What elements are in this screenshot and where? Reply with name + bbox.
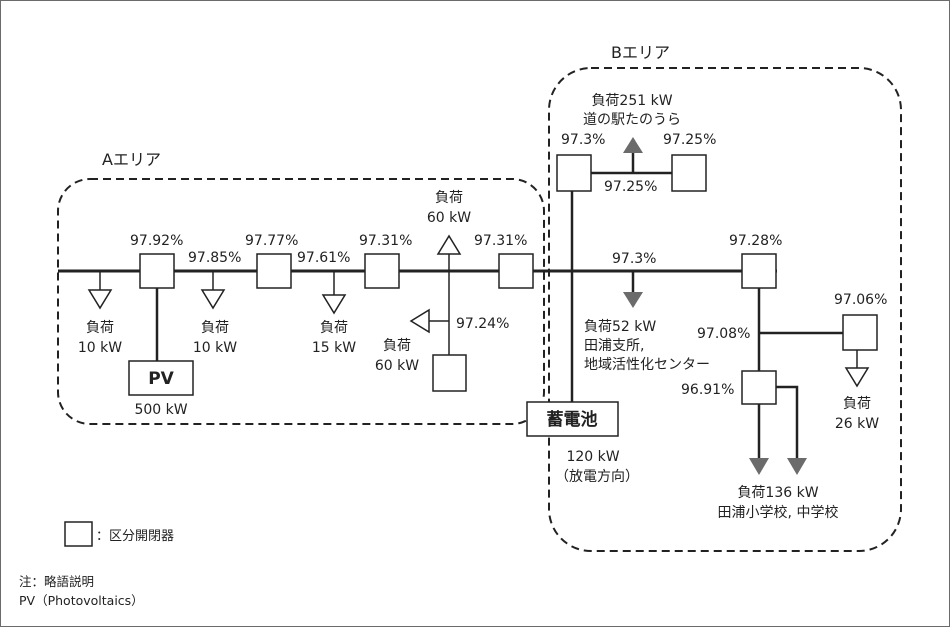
load-a2-title: 負荷	[201, 320, 229, 336]
switch-b-right	[741, 253, 777, 289]
load-school-arrow-1-icon	[749, 458, 769, 475]
school-line-2	[776, 385, 799, 460]
percent-a2: 97.77%	[245, 233, 298, 249]
load-a2-arrow-icon	[201, 289, 225, 309]
load-b-far-arrow-icon	[845, 367, 869, 387]
switch-b-top-right	[671, 154, 707, 192]
percent-b-top-mid: 97.25%	[604, 179, 657, 195]
load-b-center-title: 負荷52 kW	[584, 319, 656, 335]
load-b-top-arrow-icon	[623, 137, 643, 153]
load-a-top-arrow-icon	[436, 234, 462, 255]
percent-b-low: 96.91%	[681, 382, 734, 398]
battery-label: 蓄電池	[547, 409, 598, 430]
battery-direction: （放電方向）	[555, 469, 639, 485]
load-school-arrow-2-icon	[787, 458, 807, 475]
load-a-top-value: 60 kW	[427, 210, 471, 226]
load-a-top-title: 負荷	[435, 190, 463, 206]
load-a3-value: 15 kW	[312, 340, 356, 356]
switch-a1	[139, 253, 175, 289]
switch-a4	[498, 253, 534, 289]
legend-switch-symbol	[64, 521, 93, 547]
load-b-center-name-2: 地域活性化センター	[584, 357, 710, 373]
load-a-branch-title: 負荷	[383, 338, 411, 354]
pv-capacity: 500 kW	[134, 402, 187, 418]
percent-b-top-right: 97.25%	[663, 132, 716, 148]
load-b-far-value: 26 kW	[835, 416, 879, 432]
area-b-title: Bエリア	[611, 43, 670, 62]
note-pv: PV（Photovoltaics）	[19, 593, 144, 608]
legend-switch-label: ：区分開閉器	[96, 529, 174, 544]
load-a3-arrow-icon	[322, 294, 346, 314]
load-a1-value: 10 kW	[78, 340, 122, 356]
load-b-center-name-1: 田浦支所,	[584, 338, 644, 354]
load-b-top-title: 負荷251 kW	[591, 93, 672, 109]
battery-box	[526, 401, 619, 437]
load-a3-title: 負荷	[320, 320, 348, 336]
switch-a-branch	[432, 354, 467, 392]
load-a-branch-arrow-icon	[409, 308, 430, 334]
percent-a3: 97.31%	[359, 233, 412, 249]
load-school-name: 田浦小学校, 中学校	[718, 504, 839, 521]
area-a-title: Aエリア	[102, 150, 161, 169]
note-title: 注：略語説明	[19, 574, 94, 589]
percent-b-right: 97.28%	[729, 233, 782, 249]
battery-power: 120 kW	[566, 449, 619, 465]
percent-main-mid: 97.3%	[612, 251, 656, 267]
percent-a-branch: 97.24%	[456, 316, 509, 332]
switch-b-far	[842, 314, 878, 351]
switch-b-top-left	[556, 154, 592, 192]
percent-a1: 97.92%	[130, 233, 183, 249]
area-b-boundary	[548, 67, 902, 552]
percent-a4: 97.31%	[474, 233, 527, 249]
load-a1-title: 負荷	[86, 320, 114, 336]
switch-a3	[364, 253, 400, 289]
load-a2-value: 10 kW	[193, 340, 237, 356]
percent-b-mid: 97.08%	[697, 326, 750, 342]
percent-a1b: 97.85%	[188, 250, 241, 266]
load-school-title: 負荷136 kW	[737, 485, 818, 501]
load-b-center-arrow-icon	[623, 292, 643, 308]
percent-a2b: 97.61%	[297, 250, 350, 266]
load-b-far-title: 負荷	[843, 396, 871, 412]
load-a1-arrow-icon	[88, 289, 112, 309]
pv-box	[128, 360, 194, 396]
switch-a2	[256, 253, 292, 289]
load-b-top-name: 道の駅たのうら	[583, 112, 681, 128]
area-a-boundary	[57, 178, 545, 425]
switch-b-low	[741, 370, 777, 405]
percent-b-top-left: 97.3%	[561, 132, 605, 148]
percent-b-far: 97.06%	[834, 292, 887, 308]
pv-label: PV	[148, 369, 174, 389]
load-a-branch-value: 60 kW	[375, 358, 419, 374]
